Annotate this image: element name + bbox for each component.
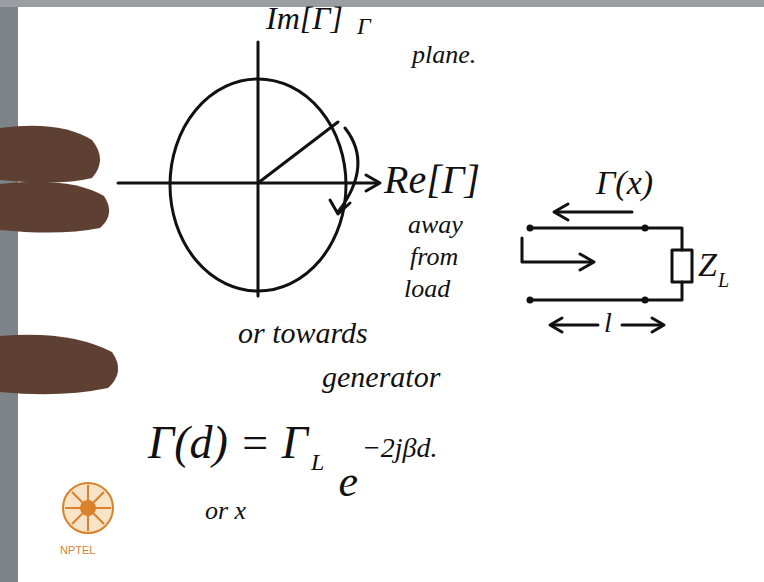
note-wrap: or towards — [238, 318, 368, 348]
paper-edge — [0, 0, 18, 582]
reflected-arrow — [522, 238, 592, 262]
axis-label-wrap: Im[Γ] — [266, 2, 343, 34]
note: or x — [205, 498, 246, 524]
axis-label-wrap: plane. — [412, 42, 476, 68]
note-wrap: generator — [322, 362, 440, 392]
axis-label: Im[Γ] — [266, 2, 343, 34]
note-wrap: or x — [205, 498, 246, 524]
rotation-arc — [338, 128, 358, 212]
note-wrap: from — [410, 244, 458, 270]
note: away — [408, 212, 463, 238]
length-label-wrap: l — [604, 309, 612, 337]
formula: e — [338, 460, 358, 504]
formula-wrap: Γ(d) = Γ — [148, 420, 308, 466]
hand — [0, 126, 118, 395]
arrowhead — [366, 175, 380, 191]
note: or towards — [238, 318, 368, 348]
formula: Γ(d) = Γ — [148, 420, 308, 466]
line-wire — [530, 282, 682, 300]
load-label: Z — [698, 248, 717, 282]
imag-axis — [257, 42, 260, 296]
line-wire — [530, 228, 682, 250]
arrowhead — [580, 254, 594, 270]
logo-text-wrap: NPTEL — [60, 540, 95, 558]
paper-edge — [0, 0, 764, 7]
dimension-line — [552, 324, 598, 327]
real-axis — [118, 182, 378, 185]
subscript-wrap: L — [311, 450, 324, 474]
load-label-wrap: Z — [698, 248, 717, 282]
axis-label-wrap: Γ — [357, 14, 371, 38]
axis-label: Re[Γ] — [384, 160, 480, 200]
note: from — [410, 244, 458, 270]
subscript: L — [311, 450, 324, 474]
terminal-dots — [527, 225, 649, 304]
arrowhead — [330, 200, 350, 214]
dimension-line — [622, 324, 662, 327]
superscript: −2jβd. — [362, 434, 438, 462]
length-label: l — [604, 309, 612, 337]
note: load — [404, 276, 450, 302]
logo-text: NPTEL — [60, 545, 95, 556]
logo — [63, 483, 113, 533]
reflection-label: Γ(x) — [596, 166, 653, 200]
reflection-label-wrap: Γ(x) — [596, 166, 653, 200]
note: generator — [322, 362, 440, 392]
arrowhead — [550, 318, 562, 332]
gamma-vector — [258, 122, 338, 183]
formula-wrap: e — [338, 460, 358, 504]
incident-arrow — [556, 211, 632, 214]
note-wrap: away — [408, 212, 463, 238]
superscript-wrap: −2jβd. — [362, 434, 438, 462]
arrowhead — [652, 318, 664, 332]
axis-label: Γ — [357, 14, 371, 38]
arrowhead — [554, 204, 568, 220]
load-impedance — [672, 250, 692, 282]
subscript: L — [718, 270, 729, 290]
axis-label-wrap: Re[Γ] — [384, 160, 480, 200]
axis-label: plane. — [412, 42, 476, 68]
subscript-wrap: L — [718, 270, 729, 291]
note-wrap: load — [404, 276, 450, 302]
